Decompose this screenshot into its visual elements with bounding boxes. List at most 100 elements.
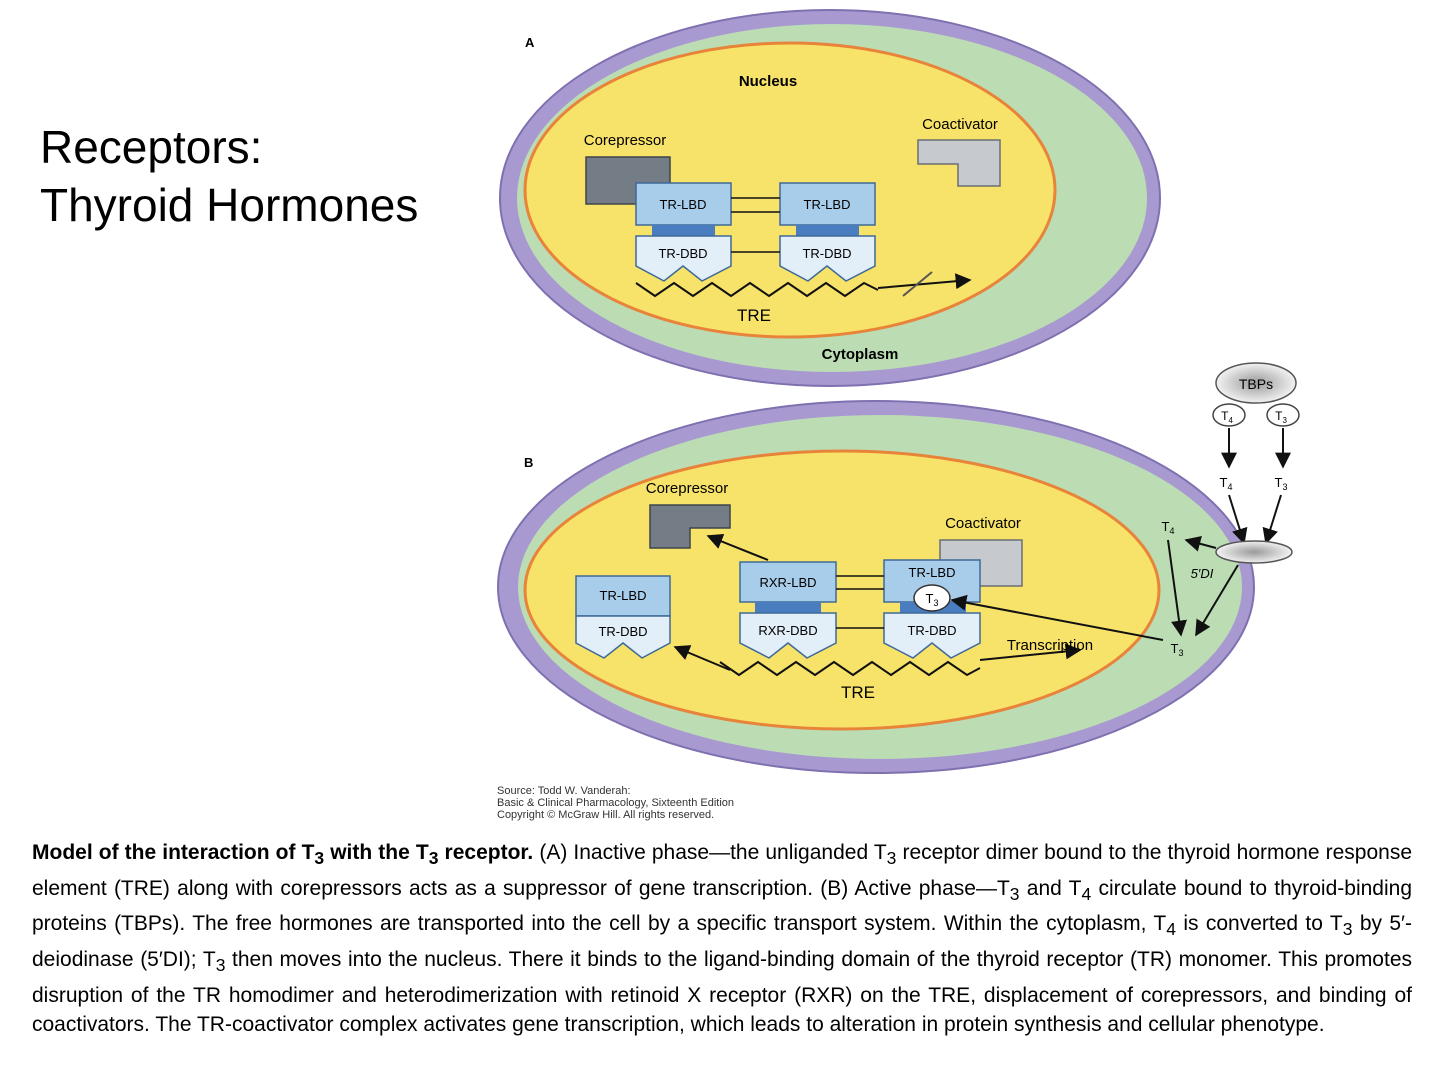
- t4-free-sub: 4: [1227, 482, 1232, 492]
- rxr-dbd-label: RXR-DBD: [758, 623, 817, 638]
- t4-entry-arrow: [1184, 535, 1217, 552]
- t4-free-label: T4: [1220, 475, 1233, 492]
- tr-lbd-left-box: [635, 182, 732, 226]
- slide-title-line-2: Thyroid Hormones: [40, 179, 419, 231]
- t4-free-t: T: [1220, 475, 1228, 490]
- tr-lbd-left-label: TR-LBD: [660, 197, 707, 212]
- thyroid-receptor-diagram: A Nucleus Cytoplasm Corepressor Coactiva…: [497, 9, 1300, 774]
- caption-bold-3: receptor.: [438, 841, 534, 864]
- t3-bound-circle: [1266, 403, 1300, 427]
- transcription-block-mark: [902, 271, 933, 297]
- tre-label-a: TRE: [737, 306, 771, 325]
- source-line-2: Basic & Clinical Pharmacology, Sixteenth…: [497, 797, 735, 809]
- transcription-label: Transcription: [1007, 637, 1093, 654]
- t3-ligand-t: T: [926, 591, 934, 606]
- t3-ligand-label: T3: [926, 591, 939, 608]
- deiodinase-label: 5′DI: [1191, 566, 1214, 581]
- rxr-dbd-box: [739, 612, 837, 659]
- tr-dbd-free-box: [575, 615, 671, 659]
- caption-bold-1: Model of the interaction of T: [32, 841, 315, 864]
- t3-free-sub: 3: [1282, 482, 1287, 492]
- rxr-lbd-box: [739, 561, 837, 603]
- figure-caption: Model of the interaction of T3 with the …: [32, 838, 1412, 1040]
- t3-free-t: T: [1275, 475, 1283, 490]
- tr-lbd-bound-label: TR-LBD: [909, 565, 956, 580]
- t3-ligand-circle: [913, 584, 951, 612]
- tr-connector-right: [796, 225, 859, 236]
- tr-dbd-bound-box: [883, 612, 981, 659]
- t3-import-arrow: [1262, 494, 1282, 545]
- slide-title: Receptors: Thyroid Hormones: [40, 118, 418, 234]
- t4-bound-circle: [1212, 403, 1246, 427]
- caption-text-5: is converted to T: [1175, 912, 1343, 936]
- tbps-label: TBPs: [1239, 376, 1273, 392]
- membrane-transporter: [1215, 540, 1293, 564]
- panel-b-letter: B: [524, 455, 533, 470]
- tr-lbd-free-box: [575, 575, 671, 617]
- corepressor-shape-b: [649, 504, 731, 549]
- source-credit: Source: Todd W. Vanderah: Basic & Clinic…: [497, 785, 734, 821]
- caption-bold-sub-2: 3: [428, 848, 439, 869]
- deiodination-arrow: [1167, 539, 1187, 637]
- t3-free-label: T3: [1275, 475, 1288, 492]
- t3-inside-t: T: [1171, 641, 1179, 656]
- t4-inside-sub: 4: [1169, 526, 1174, 536]
- tre-dna-b: [719, 660, 981, 677]
- corepressor-release-arrow: [706, 533, 769, 561]
- tr-dbd-left-label: TR-DBD: [658, 246, 707, 261]
- caption-sub-6: 3: [215, 955, 226, 976]
- source-line-1: Source: Todd W. Vanderah:: [497, 785, 631, 797]
- tr-lbd-free-label: TR-LBD: [600, 588, 647, 603]
- caption-sub-1: 3: [886, 848, 897, 869]
- tre-label-b: TRE: [841, 683, 875, 702]
- corepressor-label-b: Corepressor: [646, 480, 729, 497]
- panel-a: A Nucleus Cytoplasm Corepressor Coactiva…: [499, 9, 1161, 387]
- slide-title-line-1: Receptors:: [40, 121, 263, 173]
- tr-connector-left: [652, 225, 715, 236]
- caption-text-2: receptor dimer bound to the thyroid horm…: [32, 841, 1413, 900]
- caption-sub-4: 4: [1166, 919, 1176, 940]
- caption-sub-3: 4: [1081, 883, 1092, 904]
- t3-ligand-sub: 3: [933, 598, 938, 608]
- caption-bold-sub-1: 3: [314, 848, 325, 869]
- t4-inside-t: T: [1162, 519, 1170, 534]
- tr-lbd-right-box: [779, 182, 876, 226]
- rxr-lbd-label: RXR-LBD: [759, 575, 816, 590]
- t4-bound-sub: 4: [1228, 416, 1233, 425]
- t3-entry-arrow: [1195, 564, 1239, 637]
- rxr-connector: [755, 602, 821, 613]
- caption-sub-2: 3: [1009, 883, 1020, 904]
- t4-import-arrow: [1228, 494, 1248, 545]
- tr-dbd-free-label: TR-DBD: [598, 624, 647, 639]
- caption-text-4: circulate bound to thyroid-binding prote…: [32, 876, 1412, 936]
- transcription-arrow: [979, 643, 1082, 661]
- t3-bound-t: T: [1275, 409, 1283, 423]
- panel-a-letter: A: [525, 35, 535, 50]
- corepressor-label-a: Corepressor: [584, 132, 667, 149]
- tr-dbd-right-label: TR-DBD: [802, 246, 851, 261]
- caption-bold-2: with the T: [324, 841, 429, 864]
- nucleus-label: Nucleus: [739, 73, 797, 90]
- cytoplasm-label: Cytoplasm: [822, 346, 899, 363]
- tr-dbd-bound-label: TR-DBD: [907, 623, 956, 638]
- tr-release-arrow: [673, 645, 731, 671]
- source-line-3: Copyright © McGraw Hill. All rights rese…: [497, 809, 715, 821]
- t3-to-receptor-arrow: [950, 594, 1164, 641]
- panel-b: B Corepressor Coactivator TR-LBD TR-DBD …: [497, 362, 1300, 774]
- tr-dbd-left-box: [635, 235, 732, 282]
- t4-bound-t: T: [1221, 409, 1229, 423]
- t4-bound-label: T4: [1221, 409, 1233, 425]
- coactivator-label-a: Coactivator: [922, 116, 998, 133]
- tre-dna-a: [635, 281, 879, 298]
- t3-bound-sub: 3: [1282, 416, 1287, 425]
- t3-inside-sub: 3: [1178, 648, 1183, 658]
- t3-bound-label: T3: [1275, 409, 1287, 425]
- caption-text-7: then moves into the nucleus. There it bi…: [32, 948, 1413, 1037]
- coactivator-shape-a: [917, 139, 1001, 187]
- tbps-ellipse: [1215, 362, 1297, 404]
- caption-text-3: and T: [1019, 876, 1082, 900]
- caption-bold-heading: Model of the interaction of T3 with the …: [32, 841, 534, 868]
- caption-text-1: (A) Inactive phase—the unliganded T: [533, 841, 887, 864]
- tr-lbd-right-label: TR-LBD: [804, 197, 851, 212]
- tr-dbd-right-box: [779, 235, 876, 282]
